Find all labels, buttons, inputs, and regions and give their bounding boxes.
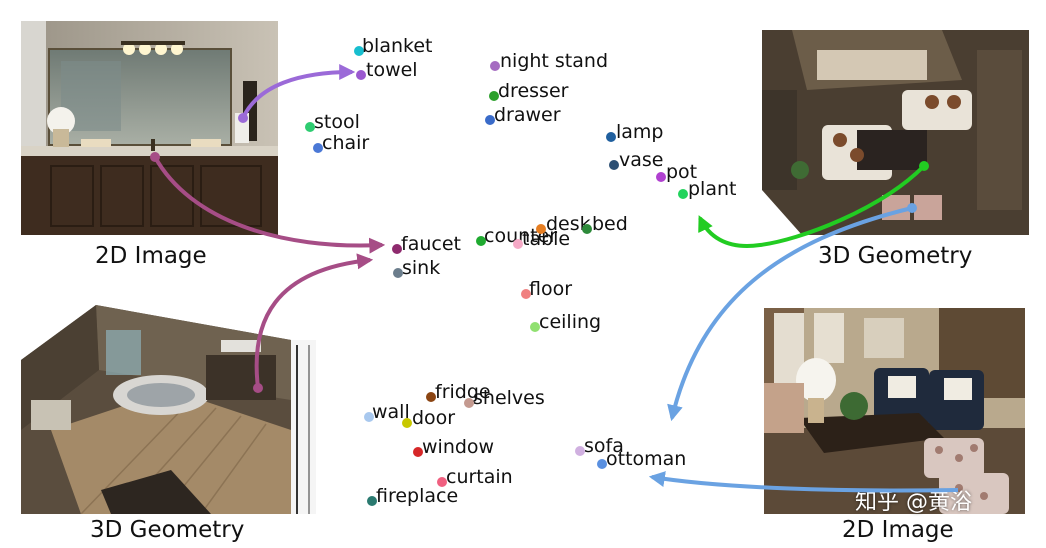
arrow-faucet-3d-origin	[253, 383, 263, 393]
label-towel: towel	[366, 59, 418, 81]
label-door: door	[412, 407, 455, 429]
label-floor: floor	[529, 278, 572, 300]
arrow-ottoman-blue-3d	[667, 206, 913, 422]
point-pot	[656, 172, 666, 182]
point-window	[413, 447, 423, 457]
label-desk: desk	[546, 213, 591, 235]
label-curtain: curtain	[446, 466, 513, 488]
arrow-ottoman-3d-origin	[907, 203, 917, 213]
label-dresser: dresser	[498, 80, 569, 102]
label-faucet: faucet	[401, 233, 461, 255]
point-fridge	[426, 392, 436, 402]
point-ottoman	[597, 459, 607, 469]
arrow-faucet-magenta-2d	[153, 156, 386, 254]
point-counter	[476, 236, 486, 246]
bathroom-3d-geometry	[21, 300, 316, 514]
label-plant: plant	[688, 178, 736, 200]
arrow-towel-origin	[238, 113, 248, 123]
caption-2d-image-bottom-right: 2D Image	[842, 517, 954, 543]
point-bed	[582, 224, 592, 234]
point-night-stand	[490, 61, 500, 71]
label-drawer: drawer	[494, 104, 561, 126]
point-dresser	[489, 91, 499, 101]
label-fireplace: fireplace	[376, 485, 458, 507]
point-sink	[393, 268, 403, 278]
label-bed: bed	[592, 213, 628, 235]
label-vase: vase	[619, 149, 663, 171]
point-towel	[356, 70, 366, 80]
point-curtain	[437, 477, 447, 487]
label-wall: wall	[372, 401, 410, 423]
watermark: 知乎 @黄浴	[855, 490, 972, 515]
arrow-faucet-2d-origin	[150, 152, 160, 162]
arrow-plant-green	[698, 164, 926, 248]
label-window: window	[422, 436, 494, 458]
label-table: table	[522, 228, 570, 250]
point-lamp	[606, 132, 616, 142]
arrow-plant-origin	[919, 161, 929, 171]
label-sink: sink	[402, 257, 440, 279]
point-desk	[536, 224, 546, 234]
point-sofa	[575, 446, 585, 456]
label-chair: chair	[322, 132, 369, 154]
arrow-faucet-magenta-3d	[254, 253, 374, 389]
label-shelves: shelves	[473, 387, 545, 409]
label-fridge: fridge	[435, 381, 491, 403]
point-faucet	[392, 244, 402, 254]
caption-2d-image-top-left: 2D Image	[95, 243, 207, 269]
livingroom-2d-image	[764, 308, 1025, 514]
label-stool: stool	[314, 111, 360, 133]
point-ceiling	[530, 322, 540, 332]
label-pot: pot	[666, 161, 697, 183]
label-blanket: blanket	[362, 35, 433, 57]
label-sofa: sofa	[584, 435, 624, 457]
point-chair	[313, 143, 323, 153]
point-vase	[609, 160, 619, 170]
label-night-stand: night stand	[500, 50, 608, 72]
point-blanket	[354, 46, 364, 56]
point-shelves	[464, 398, 474, 408]
caption-3d-geometry-top-right: 3D Geometry	[818, 243, 973, 269]
livingroom-3d-geometry	[762, 30, 1029, 235]
point-wall	[364, 412, 374, 422]
label-lamp: lamp	[616, 121, 664, 143]
point-plant	[678, 189, 688, 199]
point-fireplace	[367, 496, 377, 506]
point-table	[513, 239, 523, 249]
point-drawer	[485, 115, 495, 125]
arrow-ottoman-blue-2d	[648, 471, 959, 493]
caption-3d-geometry-bottom-left: 3D Geometry	[90, 517, 245, 543]
label-ottoman: ottoman	[606, 448, 686, 470]
point-door	[402, 418, 412, 428]
label-ceiling: ceiling	[539, 311, 601, 333]
point-stool	[305, 122, 315, 132]
point-floor	[521, 289, 531, 299]
arrow-towel-purple	[241, 64, 356, 119]
